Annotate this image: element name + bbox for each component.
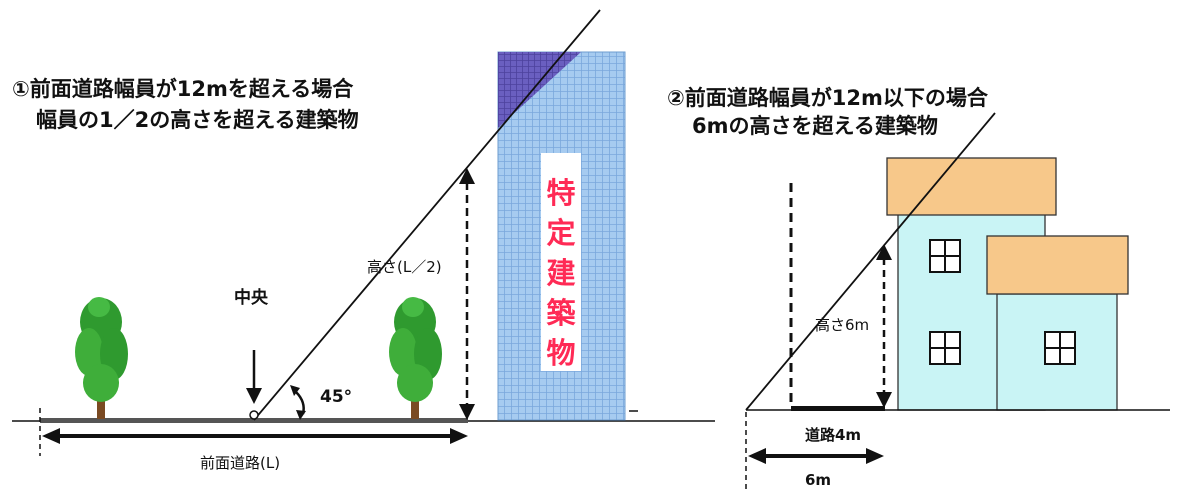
height-arrow-bottom-head [459,404,475,420]
height-arrow-top-head [459,168,475,184]
road-width-arrow-right-head [450,428,468,444]
road-4m-label: 道路4m [805,426,861,444]
road-width-arrow-left-head [42,428,60,444]
height-6m-arrow-top-head [876,244,892,260]
width-6m-label: 6m [805,471,831,489]
front-road-surface [40,418,468,423]
center-point [249,410,259,420]
center-arrow-head [246,388,262,404]
case1-diagram: ①前面道路幅員が12mを超える場合 幅員の1／2の高さを超える建築物 特 定 建… [12,9,715,472]
center-label: 中央 [234,287,269,308]
case2-diagram: ②前面道路幅員が12m以下の場合 6mの高さを超える建築物 [667,86,1170,490]
excess-height-portion [498,52,581,128]
case1-caption-line1: ①前面道路幅員が12mを超える場合 [12,77,354,101]
window-lower-right [1044,331,1076,365]
angle-label: 45° [320,387,352,407]
house-left-roof [886,157,1057,216]
case2-caption-line1: ②前面道路幅員が12m以下の場合 [667,86,989,110]
width-6m-arrow-left-head [748,448,766,464]
height-6m-label: 高さ6m [815,316,869,334]
window-lower-left [929,331,961,365]
house-right-roof [986,235,1129,295]
building-label-panel [541,153,581,371]
angle-arrow-head-bottom [296,410,306,420]
height-label: 高さ(L／2) [367,258,442,276]
window-upper [929,239,961,273]
house [886,157,1129,411]
case2-caption-line2: 6mの高さを超える建築物 [692,114,938,138]
road-label: 前面道路(L) [200,454,280,472]
road-4m-surface [791,406,885,411]
angle-arrow-head-top [290,385,300,396]
building-label-char-4: 築 [545,296,576,330]
case2-slant-line [745,112,996,411]
building-label-char-2: 定 [546,216,575,250]
tree-left [75,297,128,419]
height-6m-arrow-bottom-head [876,392,892,408]
tree-right [389,297,442,419]
building-label-char-5: 物 [546,336,575,370]
case1-caption-line2: 幅員の1／2の高さを超える建築物 [36,108,359,132]
slant-line-45 [253,9,601,421]
building-label-char-3: 建 [546,256,575,290]
width-6m-arrow-right-head [866,448,884,464]
building-label-char-1: 特 [546,176,575,210]
specified-building: 特 定 建 築 物 [497,51,626,421]
